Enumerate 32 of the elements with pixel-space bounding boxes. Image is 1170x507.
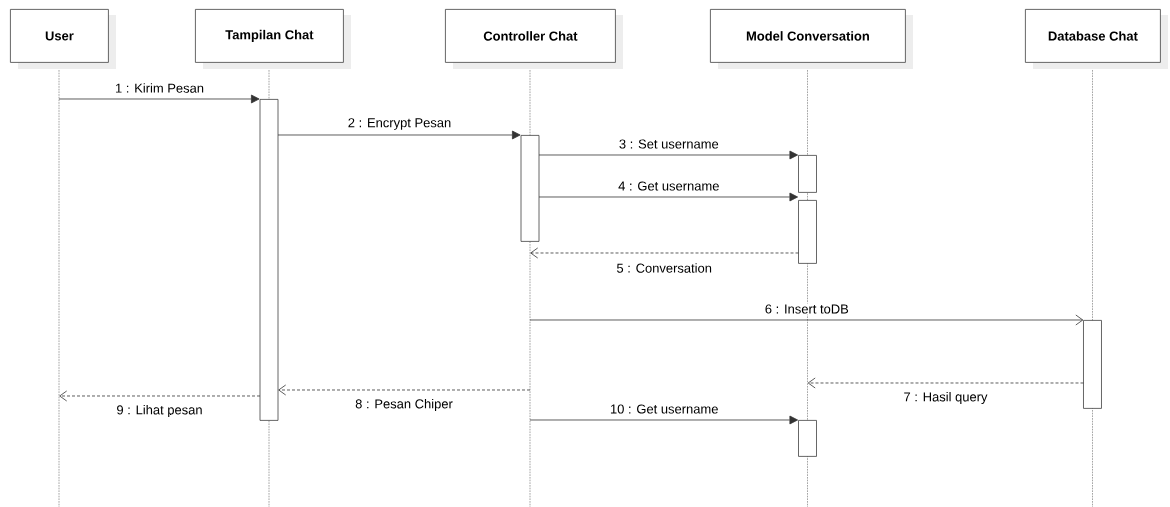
participant-box: User (10, 9, 116, 69)
message-arrow (278, 384, 531, 396)
message-arrow (277, 130, 521, 140)
participant-box: Tampilan Chat (195, 9, 351, 69)
edge-label: 8 : Pesan Chiper (354, 397, 454, 413)
participant-box: Database Chat (1025, 9, 1168, 69)
lifeline (58, 69, 60, 507)
edge-label: 4 : Get username (617, 180, 721, 192)
activation-bar (1083, 320, 1102, 409)
message-arrow (529, 314, 1084, 326)
message-arrow (58, 94, 260, 104)
activation-bar (798, 155, 817, 193)
participant-box: Controller Chat (445, 9, 623, 69)
edge-label: 7 : Hasil query (902, 390, 989, 406)
activation-bar (798, 200, 817, 264)
message-arrow (807, 377, 1084, 389)
edge-label: 5 : Conversation (615, 262, 713, 274)
edge-label: 6 : Insert toDB (763, 303, 850, 315)
edge-label: 2 : Encrypt Pesan (346, 117, 453, 131)
message-arrow (59, 390, 261, 402)
message-arrow (538, 192, 798, 202)
edge-label: 10 : Get username (608, 403, 720, 415)
message-arrow (530, 247, 799, 259)
participant-box: Model Conversation (710, 9, 913, 69)
edge-label: 3 : Set username (617, 138, 720, 150)
activation-bar (798, 420, 817, 457)
activation-bar (259, 99, 279, 421)
message-arrow (529, 415, 798, 425)
message-arrow (538, 150, 798, 160)
edge-label: 9 : Lihat pesan (115, 403, 204, 419)
activation-bar (520, 135, 540, 242)
edge-label: 1 : Kirim Pesan (114, 82, 205, 94)
